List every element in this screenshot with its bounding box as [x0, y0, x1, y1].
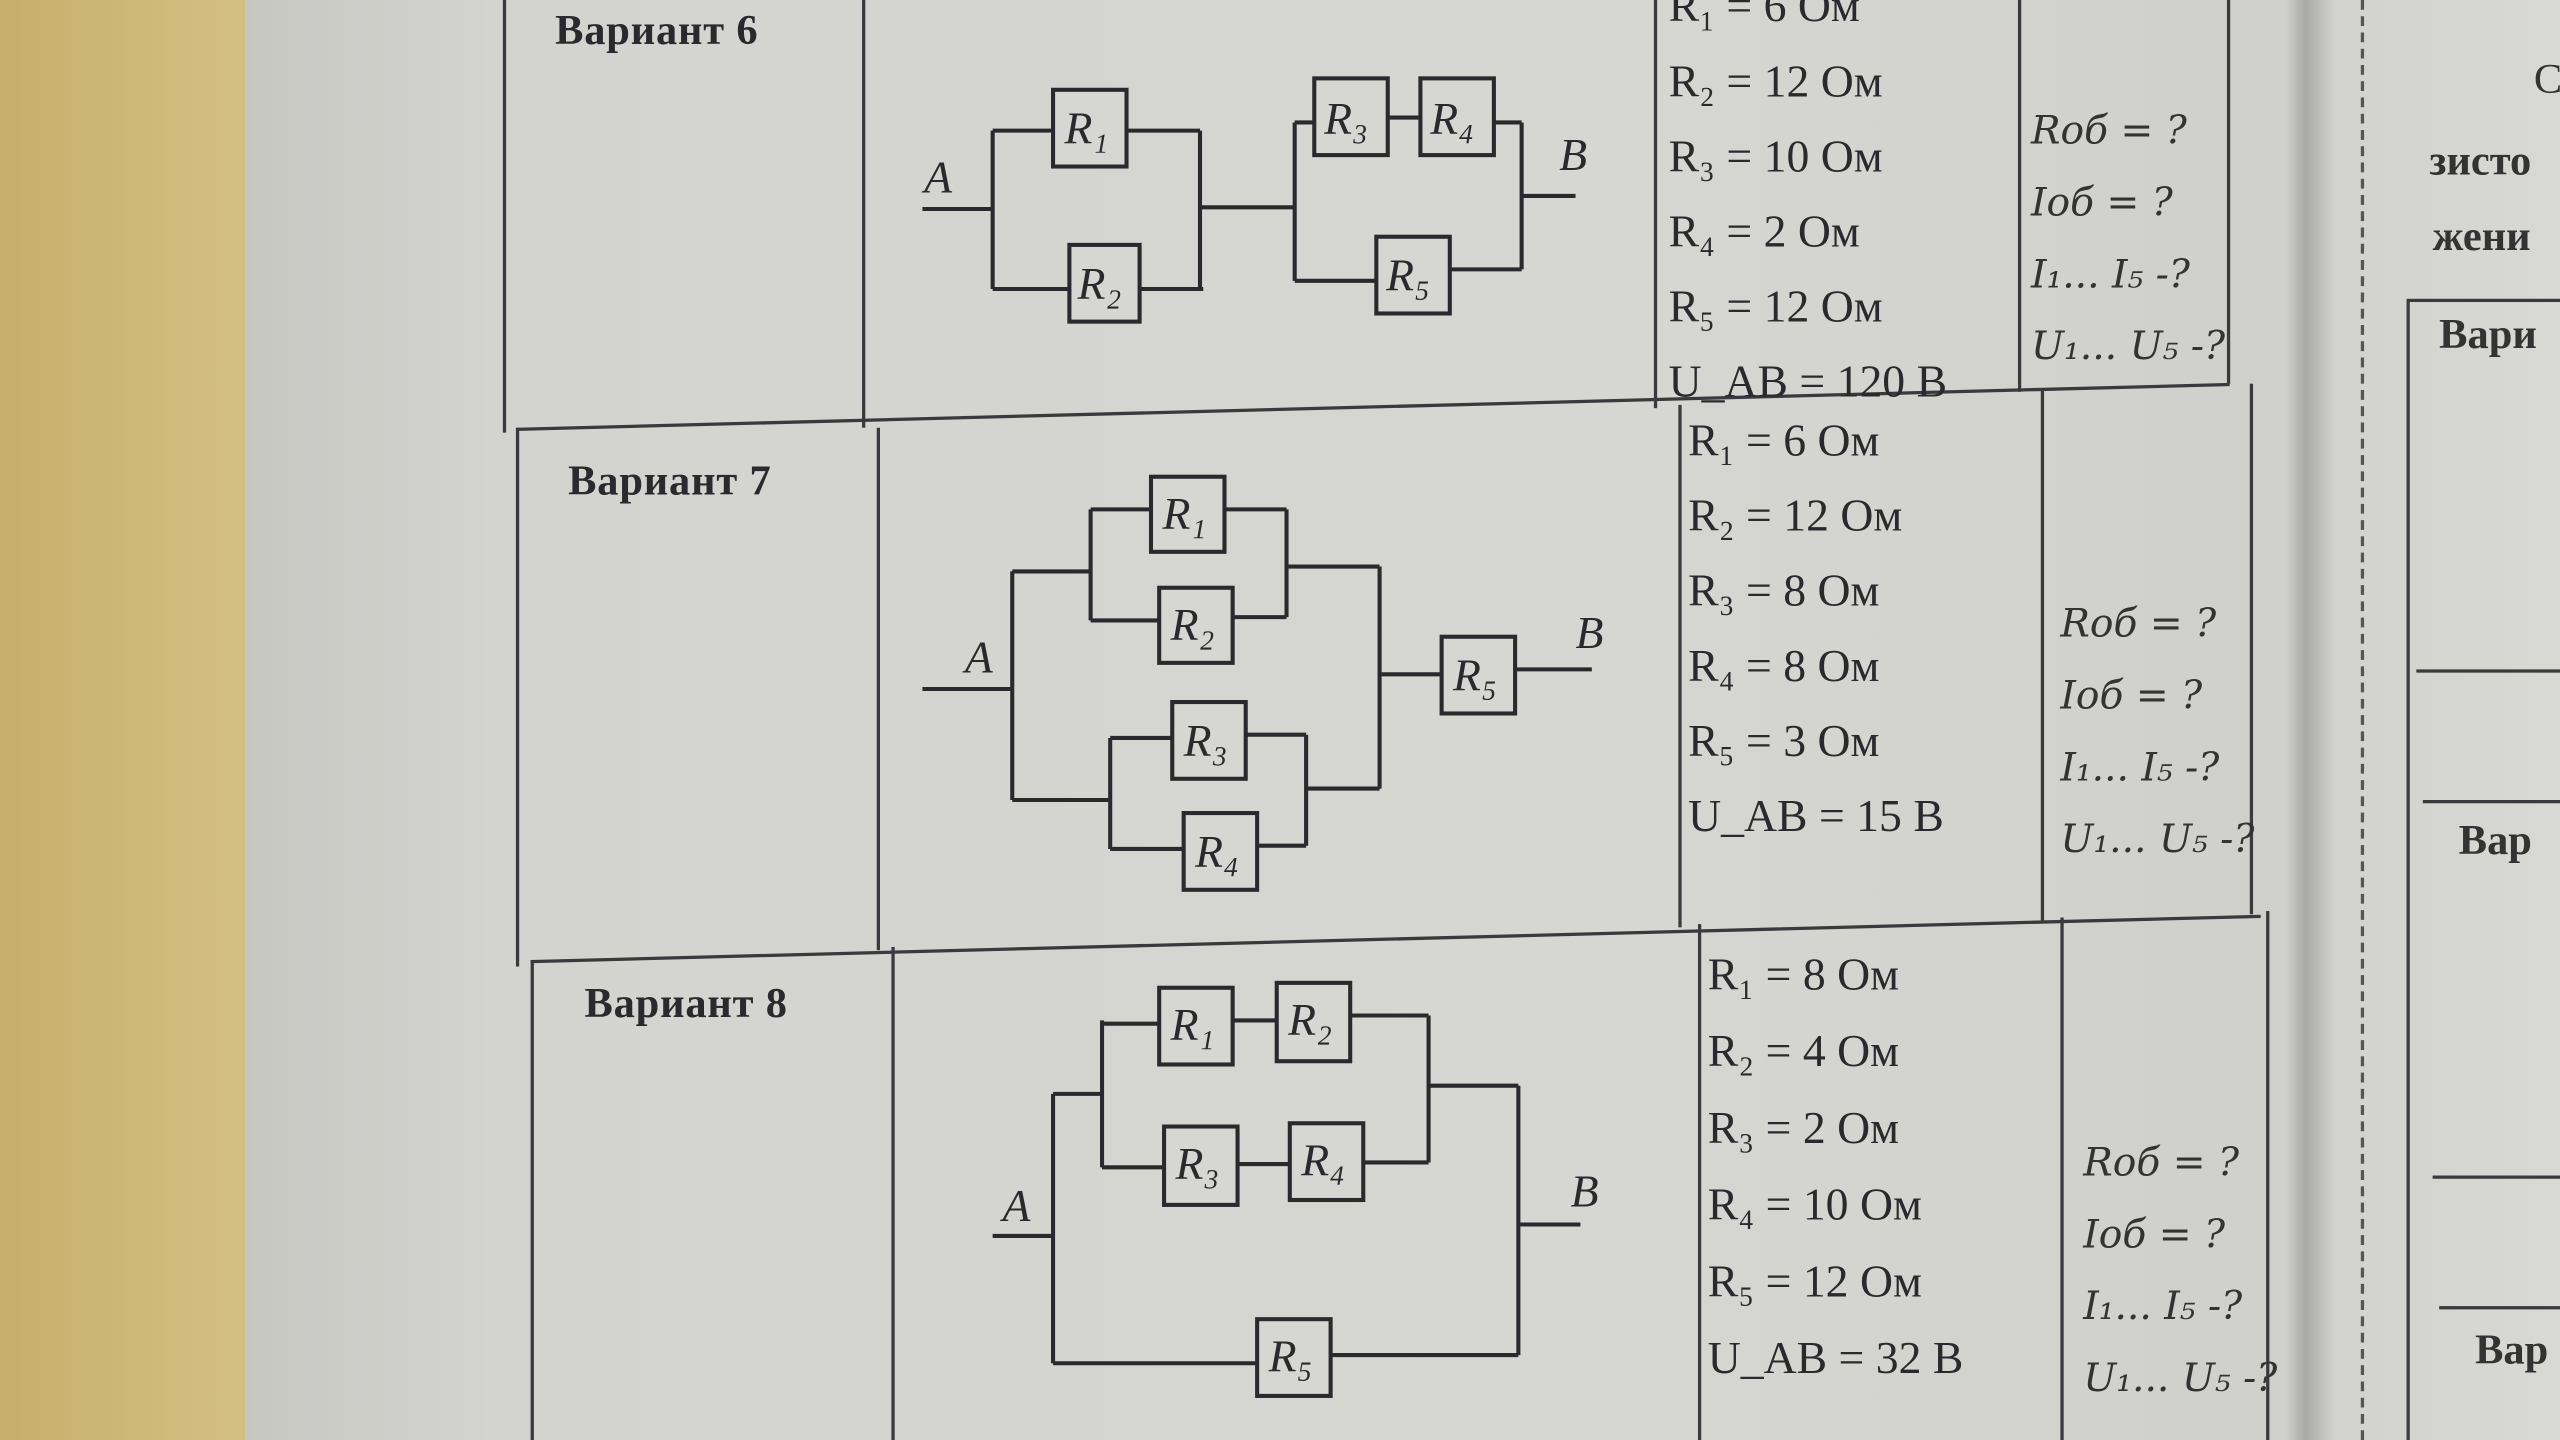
question: Iоб = ?: [2083, 1211, 2225, 1258]
right-page-text: С: [2533, 55, 2560, 103]
resistor-label: R₃: [1183, 715, 1228, 766]
circuit-variant-6: A B R₁ R₂ R₃ R₄ R₅: [921, 76, 1587, 324]
param-list: R₁ = 8 Ом R₂ = 4 Ом R₃ = 2 Ом R₄ = 10 Ом…: [1708, 937, 1964, 1397]
terminal-a-label: A: [921, 152, 953, 203]
variant-title: Вариант 6: [555, 6, 759, 54]
param-list: R₁ = 6 Ом R₂ = 12 Ом R₃ = 8 Ом R₄ = 8 Ом…: [1688, 405, 1944, 856]
table-border: [2432, 1175, 2560, 1179]
param: R₄ = 8 Ом: [1688, 641, 1880, 693]
question: U₁... U₅ -?: [2031, 323, 2226, 369]
variant-title: Вариант 7: [568, 457, 772, 505]
cut-line: [2360, 0, 2365, 1440]
param: R₃ = 2 Ом: [1707, 1103, 1900, 1155]
question: Iоб = ?: [2031, 179, 2173, 226]
resistor-label: R₂: [1287, 994, 1332, 1045]
table-border: [2226, 0, 2231, 384]
table-border: [876, 427, 880, 951]
table-border: [502, 0, 507, 433]
variant-title: Вариант 8: [584, 979, 788, 1027]
resistor-r1: [1051, 87, 1129, 169]
table-border: [530, 959, 534, 1440]
table-border: [2422, 799, 2560, 804]
resistor-label: R₅: [1452, 650, 1497, 701]
question-list: Rоб = ? Iоб = ? I₁... I₅ -? U₁... U₅ -?: [2031, 95, 2225, 382]
table-border: [1697, 924, 1702, 1440]
table-border: [2249, 383, 2254, 915]
table-border: [2017, 0, 2022, 392]
resistor-r3: [1312, 76, 1390, 158]
resistor-label: R₂: [1077, 258, 1122, 309]
right-page-text: зисто: [2429, 137, 2532, 185]
resistor-r4: [1418, 76, 1496, 158]
table-border: [2266, 911, 2270, 1440]
resistor-label: R₂: [1170, 599, 1215, 650]
param: R₁ = 8 Ом: [1707, 950, 1900, 1001]
table-border: [862, 0, 866, 428]
resistor-label: R₁: [1161, 488, 1206, 539]
question: U₁... U₅ -?: [2060, 816, 2255, 863]
table-border: [891, 946, 895, 1440]
param: U_AB = 15 В: [1688, 791, 1944, 843]
table-border: [2416, 669, 2560, 673]
param: R₄ = 2 Ом: [1668, 207, 1860, 258]
right-page-text: жени: [2432, 212, 2531, 260]
table-border: [2040, 388, 2045, 921]
question: Rоб = ?: [2060, 600, 2217, 647]
param: R₁ = 6 Ом: [1688, 416, 1880, 467]
question-list: Rоб = ? Iоб = ? I₁... I₅ -? U₁... U₅ -?: [2060, 588, 2254, 875]
param-list: R₁ = 6 Ом R₂ = 12 Ом R₃ = 10 Ом R₄ = 2 О…: [1669, 0, 1948, 421]
param: R₂ = 12 Ом: [1668, 57, 1883, 108]
table-border: [1653, 0, 1658, 409]
resistor-label: R₁: [1063, 103, 1108, 154]
param: R₄ = 10 Ом: [1707, 1180, 1922, 1232]
resistor-label: R₄: [1194, 826, 1239, 877]
question: U₁... U₅ -?: [2083, 1355, 2278, 1401]
question: Iоб = ?: [2060, 672, 2203, 719]
question-list: Rоб = ? Iоб = ? I₁... I₅ -? U₁... U₅ -?: [2083, 1127, 2277, 1414]
param: R₅ = 12 Ом: [1707, 1257, 1922, 1308]
question: I₁... I₅ -?: [2083, 1283, 2243, 1329]
resistor-r5: [1374, 234, 1452, 316]
param: R₃ = 8 Ом: [1688, 566, 1880, 618]
table-border: [2406, 302, 2410, 1440]
resistor-label: R₄: [1429, 93, 1474, 144]
resistor-label: R₃: [1323, 93, 1368, 144]
table-border: [2060, 917, 2064, 1440]
table-border: [2406, 298, 2560, 303]
terminal-b-label: B: [1559, 129, 1587, 180]
resistor-label: R₅: [1385, 250, 1430, 301]
param: R₃ = 10 Ом: [1668, 132, 1883, 183]
resistor-label: R₃: [1175, 1138, 1220, 1189]
param: R₂ = 12 Ом: [1688, 491, 1903, 543]
param: R₂ = 4 Ом: [1707, 1026, 1900, 1078]
table-border: [515, 427, 520, 967]
param: U_AB = 32 В: [1707, 1333, 1964, 1385]
circuit-variant-8: A B R₁ R₂ R₃ R₄ R₅: [992, 980, 1599, 1398]
question: Rоб = ?: [2083, 1139, 2240, 1186]
terminal-a-label: A: [962, 632, 994, 683]
right-page-text: Вари: [2439, 310, 2537, 358]
resistor-label: R₁: [1170, 999, 1215, 1050]
right-page-text: Вар: [2458, 816, 2532, 864]
param: R₁ = 6 Ом: [1668, 0, 1860, 33]
resistor-label: R₄: [1300, 1135, 1345, 1186]
param: R₅ = 12 Ом: [1668, 282, 1883, 334]
question: I₁... I₅ -?: [2031, 251, 2190, 298]
table-border: [2439, 1306, 2560, 1310]
param: R₅ = 3 Ом: [1688, 716, 1880, 768]
question: Rоб = ?: [2031, 107, 2187, 154]
resistor-label: R₅: [1268, 1330, 1313, 1381]
terminal-b-label: B: [1576, 607, 1604, 658]
terminal-b-label: B: [1571, 1166, 1599, 1217]
terminal-a-label: A: [999, 1180, 1031, 1231]
resistor-r2: [1067, 242, 1142, 324]
question: I₁... I₅ -?: [2060, 744, 2220, 791]
circuit-variant-7: A B R₁ R₂ R₃ R₄ R₅: [922, 474, 1604, 892]
table-border: [1678, 404, 1682, 928]
right-page-text: Вар: [2475, 1325, 2549, 1374]
param: U_AB = 120 В: [1668, 357, 1948, 409]
